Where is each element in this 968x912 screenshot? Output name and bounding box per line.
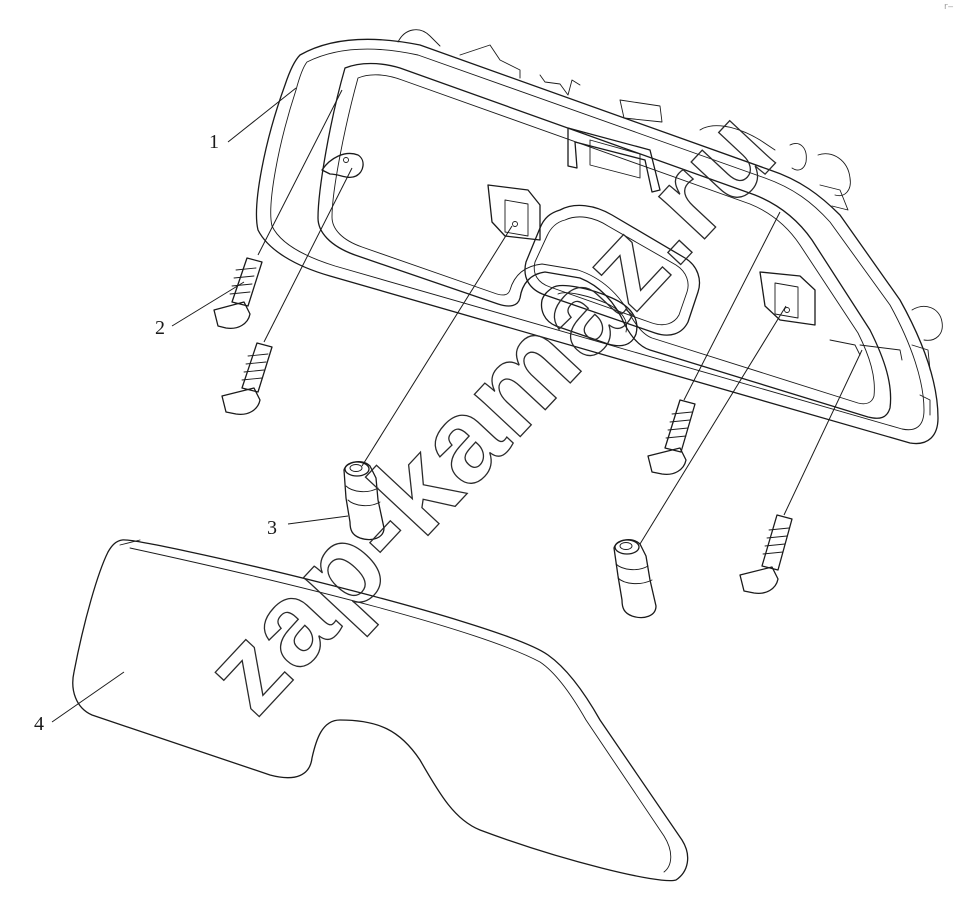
- bulb-left: [343, 460, 385, 541]
- screw-right-bottom: [739, 514, 793, 595]
- watermark-text: zap-kamaz.ru: [178, 83, 801, 737]
- callout-2: 2: [155, 317, 165, 339]
- callout-1: 1: [209, 131, 219, 153]
- bulb-right: [613, 538, 657, 619]
- callout-3: 3: [267, 517, 277, 539]
- leader-lines: [51, 87, 863, 723]
- housing-part-1: [255, 29, 943, 445]
- lens-part-4: [72, 539, 689, 882]
- screw-right-top: [647, 399, 696, 476]
- callout-4: 4: [34, 713, 44, 735]
- screw-left-top: [213, 257, 263, 330]
- corner-mark: r‒: [944, 2, 954, 12]
- screw-left-bottom: [221, 342, 273, 416]
